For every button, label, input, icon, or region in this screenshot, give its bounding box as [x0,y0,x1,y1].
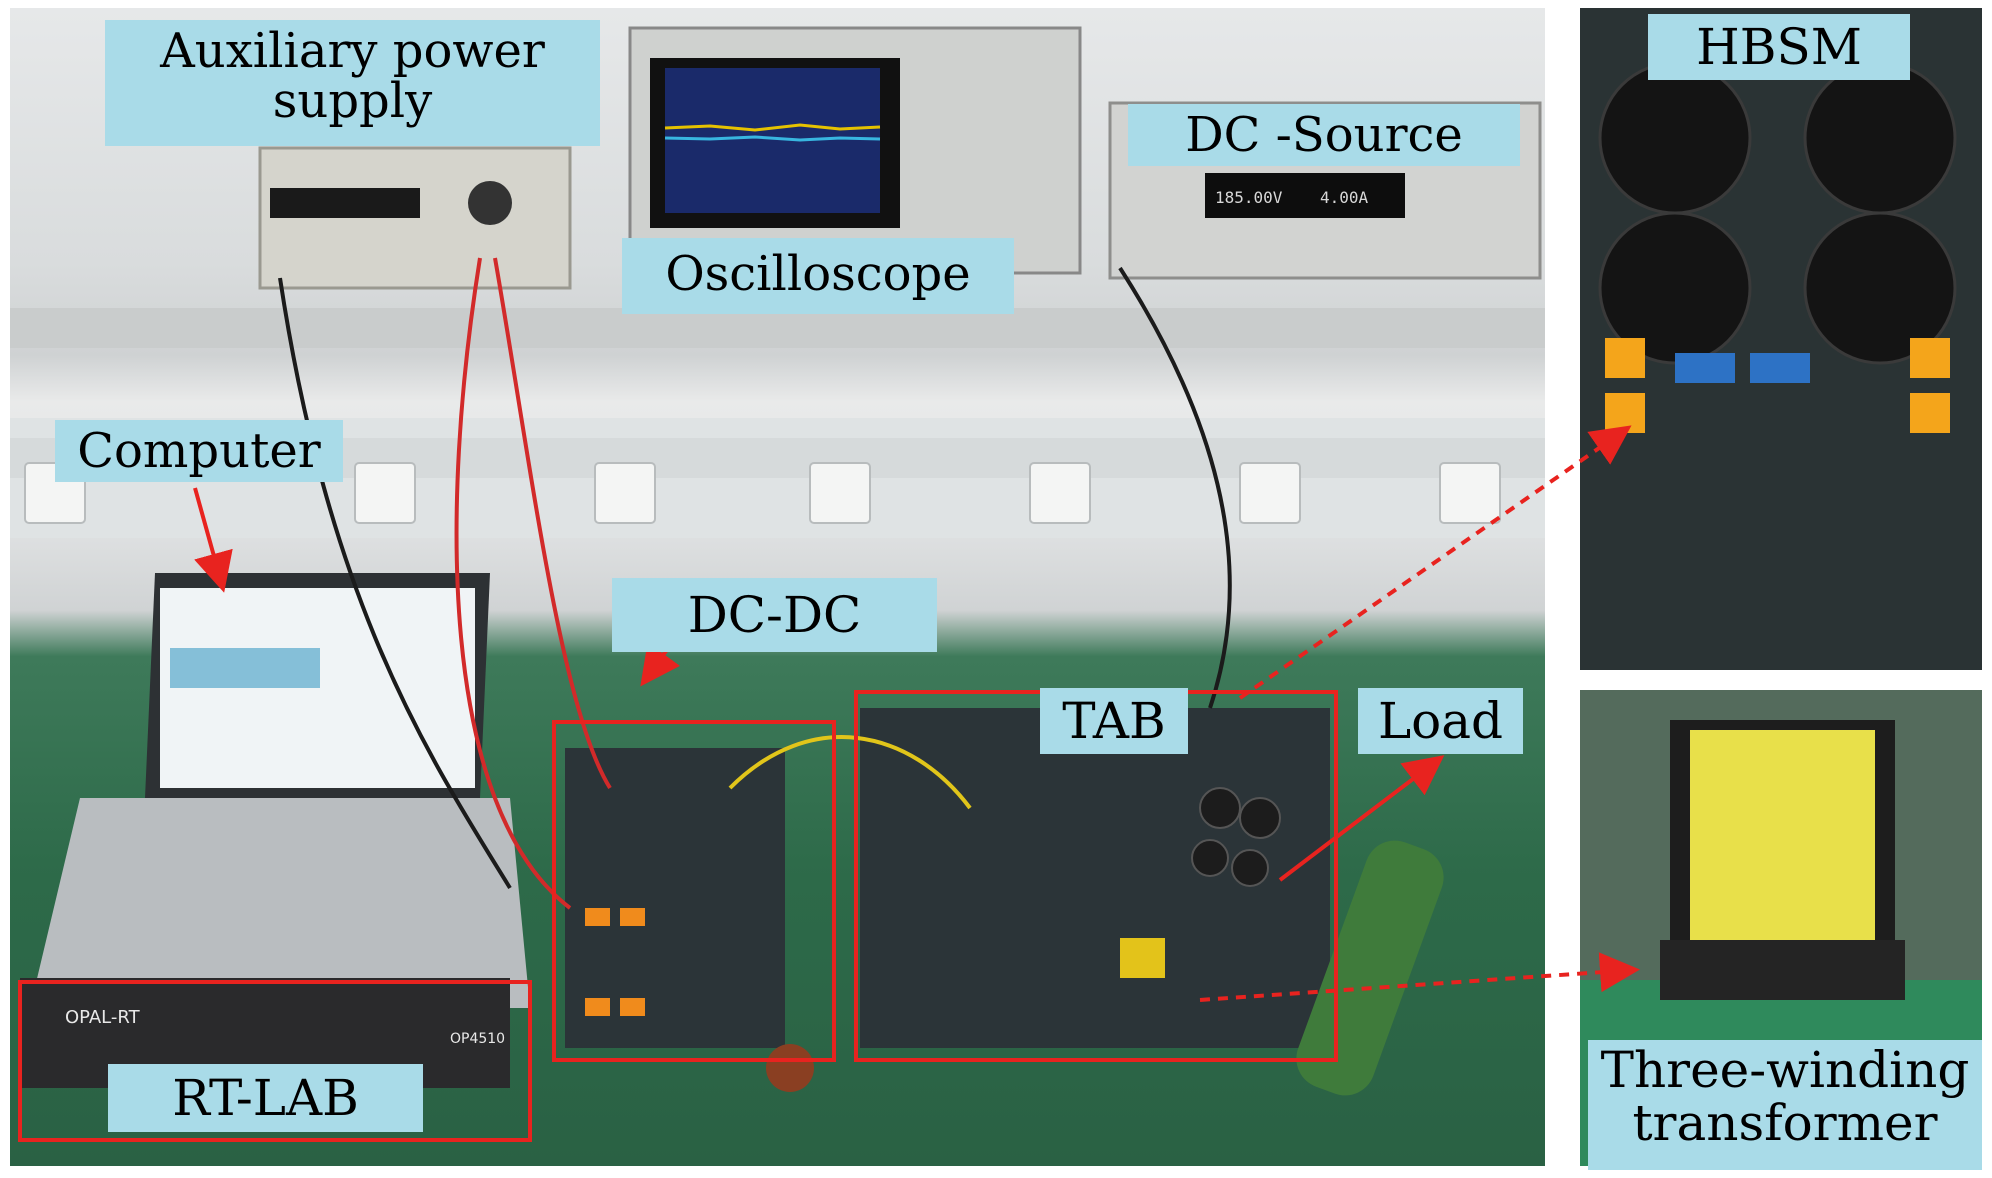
dcdc-highlight-box [552,720,836,1062]
aux-power-label-line1: Auxiliary power [160,23,545,79]
dc-source-current-readout: 4.00A [1320,188,1369,207]
load-label: Load [1358,688,1523,754]
transformer-label: Three-winding transformer [1588,1040,1982,1170]
dc-source-voltage-readout: 185.00V [1215,188,1283,207]
hbsm-closeup-photo [1580,8,1982,670]
dc-source-label: DC -Source [1128,104,1520,166]
laptop-base [30,798,530,1008]
hbsm-board-scene [1580,8,1982,670]
transformer-label-line1: Three-winding [1600,1041,1970,1099]
aux-power-label: Auxiliary power supply [105,20,600,146]
rtlab-brand: OPAL-RT [65,1007,141,1028]
rtlab-label: RT-LAB [108,1064,423,1132]
load-resistor [1296,840,1444,1096]
transformer-label-line2: transformer [1632,1093,1938,1152]
rtlab-model: OP4510 [450,1031,505,1047]
hbsm-label: HBSM [1648,14,1910,80]
computer-label: Computer [55,420,343,482]
oscilloscope-label: Oscilloscope [622,238,1014,314]
dcdc-label: DC-DC [612,578,937,652]
tab-label: TAB [1040,688,1188,754]
aux-power-label-line2: supply [272,73,433,130]
rtlab-highlight-box [18,980,532,1142]
